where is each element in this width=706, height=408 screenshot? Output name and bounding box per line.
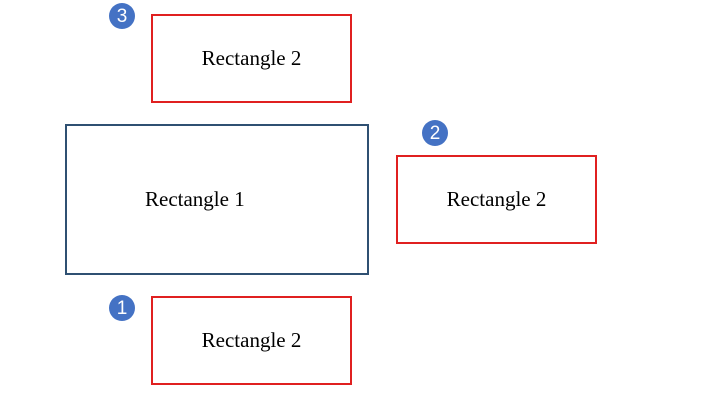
rectangle-2-bottom: Rectangle 2 bbox=[151, 296, 352, 385]
position-badge-2: 2 bbox=[422, 120, 448, 146]
rectangle-2-right: Rectangle 2 bbox=[396, 155, 597, 244]
rectangle-2-top: Rectangle 2 bbox=[151, 14, 352, 103]
rectangle-2-right-label: Rectangle 2 bbox=[446, 187, 547, 211]
rectangle-1-label: Rectangle 1 bbox=[145, 187, 245, 211]
position-badge-1: 1 bbox=[109, 295, 135, 321]
position-badge-3: 3 bbox=[109, 3, 135, 29]
rectangle-2-bottom-label: Rectangle 2 bbox=[201, 328, 302, 352]
rectangle-2-top-label: Rectangle 2 bbox=[201, 46, 302, 70]
rectangle-1: Rectangle 1 bbox=[65, 124, 369, 275]
